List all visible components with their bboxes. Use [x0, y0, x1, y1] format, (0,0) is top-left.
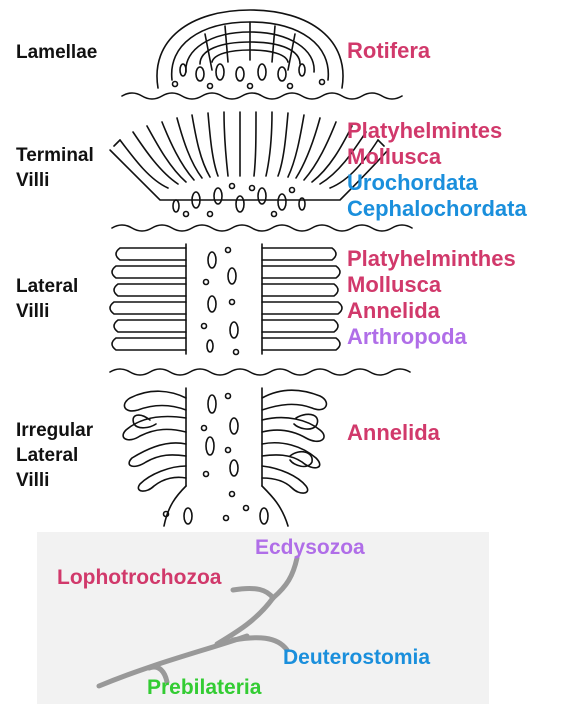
clade-deuterostomia: Deuterostomia [283, 646, 430, 670]
branch-ecdysozoa [273, 558, 297, 598]
separator-3 [110, 369, 410, 375]
taxa-list-lateral-villi: Platyhelminthes Mollusca Annelida Arthro… [347, 246, 516, 350]
taxon: Mollusca [347, 272, 516, 298]
taxon: Platyhelminthes [347, 246, 516, 272]
branch-lophotrochozoa [233, 588, 273, 598]
label-line: Lateral [16, 443, 93, 468]
phylogeny-inset: Lophotrochozoa Ecdysozoa Deuterostomia P… [37, 532, 489, 704]
label-line: Villi [16, 168, 94, 193]
taxon: Mollusca [347, 144, 527, 170]
clade-ecdysozoa: Ecdysozoa [255, 536, 365, 560]
label-line: Irregular [16, 418, 93, 443]
taxon: Rotifera [347, 38, 430, 64]
taxon: Annelida [347, 298, 516, 324]
taxon: Urochordata [347, 170, 527, 196]
clade-lophotrochozoa: Lophotrochozoa [57, 566, 221, 590]
taxon: Arthropoda [347, 324, 516, 350]
branch-deuterostomia [233, 638, 287, 650]
taxon: Annelida [347, 420, 440, 446]
taxa-list-irregular-lateral-villi: Annelida [347, 420, 440, 446]
label-line: Terminal [16, 143, 94, 168]
label-line: Villi [16, 468, 93, 493]
taxon: Platyhelmintes [347, 118, 527, 144]
panel-label-lateral-villi: Lateral Villi [16, 274, 78, 324]
panel-label-terminal-villi: Terminal Villi [16, 143, 94, 193]
taxon: Cephalochordata [347, 196, 527, 222]
label-line: Lamellae [16, 40, 97, 65]
taxa-list-lamellae: Rotifera [347, 38, 430, 64]
clade-prebilateria: Prebilateria [147, 676, 261, 700]
separator-2 [112, 225, 412, 231]
label-line: Villi [16, 299, 78, 324]
panel-label-lamellae: Lamellae [16, 40, 97, 65]
lateral-villi-drawing [110, 244, 342, 355]
label-line: Lateral [16, 274, 78, 299]
panel-label-irregular-lateral-villi: Irregular Lateral Villi [16, 418, 93, 493]
lamellae-drawing [157, 10, 343, 89]
irregular-lateral-villi-drawing [123, 388, 326, 526]
taxa-list-terminal-villi: Platyhelmintes Mollusca Urochordata Ceph… [347, 118, 527, 222]
separator-1 [122, 93, 402, 99]
